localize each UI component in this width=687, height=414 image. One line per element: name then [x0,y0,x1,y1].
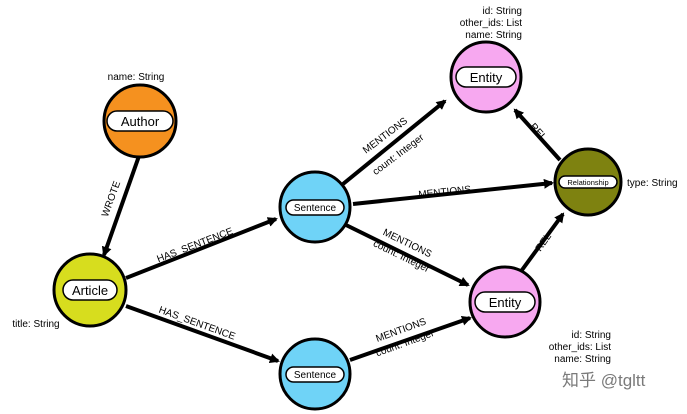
node-prop-entity-1-other-ids: other_ids: List [460,18,522,29]
edge-label-has-sentence-1: HAS_SENTENCE [156,226,235,265]
node-sentence-2[interactable]: Sentence [278,337,352,411]
node-prop-entity-1-name: name: String [465,30,522,41]
edge-has-sentence-2: HAS_SENTENCE [125,304,280,363]
edge-label-rel-from-entity2: REL [534,231,554,254]
node-prop-entity-2-id: id: String [572,330,611,341]
edge-has-sentence-1: HAS_SENTENCE [125,217,278,280]
node-label-sentence-2: Sentence [294,370,337,381]
node-entity-1[interactable]: Entity id: String other_ids: List name: … [449,6,523,114]
node-prop-entity-2-other-ids: other_ids: List [549,342,611,353]
edge-mentions-s2-e2: MENTIONS count: Integer [349,315,472,362]
node-prop-author-name: name: String [108,72,165,83]
edge-rel-to-entity1: REL [513,108,562,162]
node-relationship[interactable]: Relationship type: String [553,147,678,217]
node-label-entity-1: Entity [470,70,503,85]
node-prop-entity-2-name: name: String [554,354,611,365]
node-prop-entity-1-id: id: String [483,6,522,17]
node-prop-article-title: title: String [12,319,59,330]
node-author[interactable]: Author name: String [102,72,178,159]
node-label-relationship: Relationship [567,178,608,187]
node-label-article: Article [72,283,108,298]
edge-wrote: WROTE [100,155,141,257]
node-prop-relationship-type: type: String [627,178,678,189]
node-entity-2[interactable]: Entity id: String other_ids: List name: … [468,265,611,365]
edge-label-rel-to-entity1: REL [527,121,548,143]
node-article[interactable]: Article title: String [12,252,128,330]
edge-mentions-s1-rel: MENTIONS [352,178,554,206]
node-label-entity-2: Entity [489,295,522,310]
node-sentence-1[interactable]: Sentence [278,170,352,244]
watermark-text: 知乎 @tgltt [562,371,646,390]
edge-mentions-s1-e2: MENTIONS count: Integer [345,223,470,287]
edge-rel-from-entity2: REL [520,212,565,272]
edge-mentions-s1-e1: MENTIONS count: Integer [341,99,447,186]
edge-label-mentions-s1-rel: MENTIONS [418,184,472,200]
node-label-sentence-1: Sentence [294,203,337,214]
node-label-author: Author [121,114,160,129]
